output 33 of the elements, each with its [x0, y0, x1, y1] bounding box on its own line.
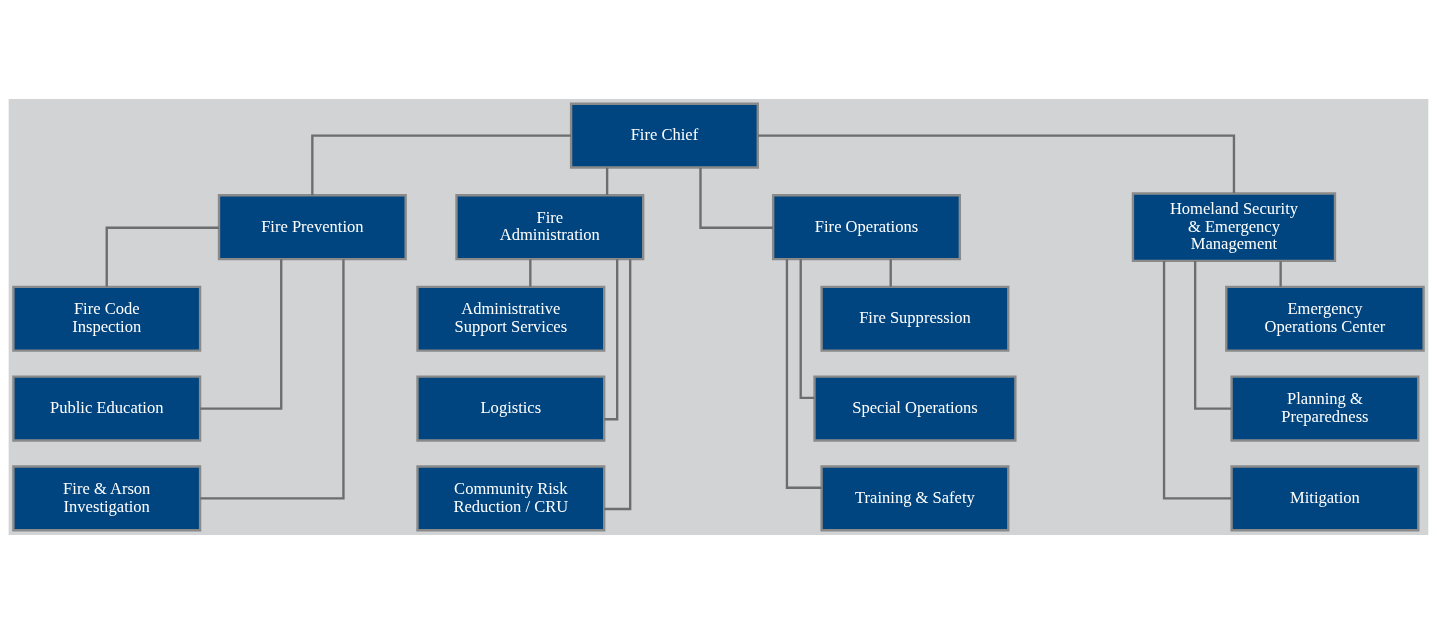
- node-box: Fire Code Inspection: [12, 285, 202, 352]
- connector: [200, 258, 345, 500]
- node-box: Fire Prevention: [217, 193, 407, 260]
- node-box: Public Education: [12, 375, 202, 442]
- connector: [200, 258, 283, 410]
- connector: [699, 167, 773, 229]
- node-box: Fire & Arson Investigation: [12, 464, 202, 531]
- connector: [799, 258, 815, 399]
- node-box: Homeland Security & Emergency Management: [1131, 191, 1337, 262]
- node-box: Fire Administration: [455, 193, 645, 260]
- connector: [604, 258, 619, 420]
- connector: [311, 133, 571, 195]
- connector: [605, 167, 609, 195]
- node-box: Mitigation: [1230, 464, 1420, 531]
- connector: [785, 258, 822, 489]
- node-box: Planning & Preparedness: [1230, 375, 1420, 442]
- node-box: Administrative Support Services: [416, 285, 606, 352]
- node-box: Community Risk Reduction / CRU: [416, 464, 606, 531]
- node-box: Logistics: [416, 375, 606, 442]
- connector: [889, 258, 892, 287]
- connector: [529, 258, 532, 287]
- connector: [757, 133, 1236, 193]
- connector: [105, 226, 219, 286]
- node-box: Fire Suppression: [820, 285, 1010, 352]
- connector: [1279, 260, 1282, 287]
- node-box: Training & Safety: [820, 464, 1010, 531]
- node-box: Fire Operations: [771, 193, 961, 260]
- connector: [1162, 260, 1232, 500]
- connector: [1194, 260, 1232, 410]
- node-box: Fire Chief: [569, 102, 759, 169]
- connector: [604, 259, 632, 510]
- node-box: Emergency Operations Center: [1225, 285, 1425, 352]
- node-box: Special Operations: [813, 375, 1017, 442]
